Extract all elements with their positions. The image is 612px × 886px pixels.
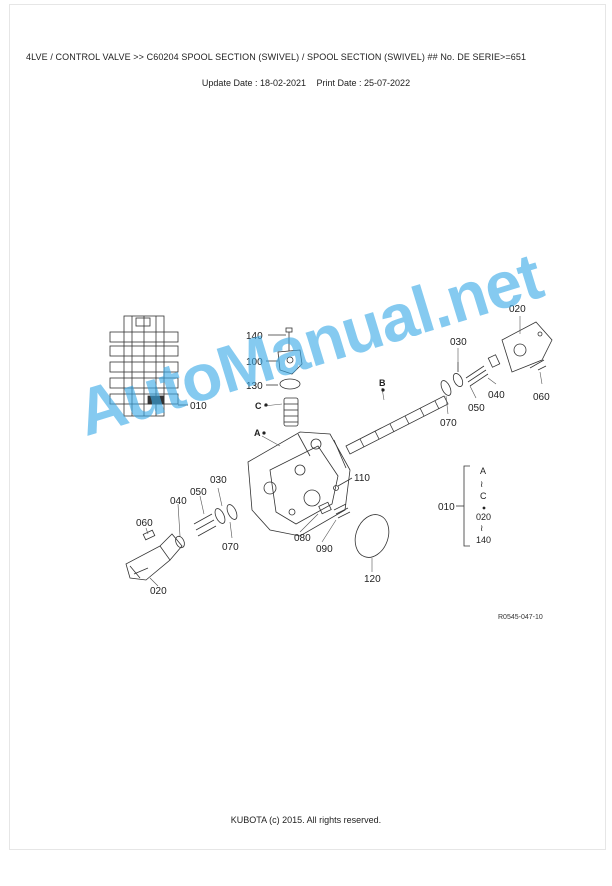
callout-080: 080 xyxy=(294,533,311,544)
callout-100: 100 xyxy=(246,357,263,368)
callout-120: 120 xyxy=(364,574,381,585)
marker-c: C xyxy=(255,401,262,411)
legend-label-010: 010 xyxy=(438,502,455,513)
callout-110: 110 xyxy=(354,473,370,484)
bottom-parts xyxy=(318,477,390,558)
callout-010-side: 010 xyxy=(190,401,207,412)
left-parts xyxy=(125,504,238,581)
callout-070-bot: 070 xyxy=(222,542,239,553)
valve-body xyxy=(247,431,351,537)
callout-130: 130 xyxy=(246,381,263,392)
callout-020-bot: 020 xyxy=(150,586,167,597)
update-date: Update Date : 18-02-2021 xyxy=(201,78,306,88)
drawing-reference-code: R0545-047-10 xyxy=(498,614,543,621)
callout-050-bot: 050 xyxy=(190,487,207,498)
callout-090: 090 xyxy=(316,544,333,555)
callout-040-top: 040 xyxy=(488,390,505,401)
page-frame xyxy=(9,4,606,850)
callout-050-top: 050 xyxy=(468,403,485,414)
legend-c: C xyxy=(480,491,487,501)
legend-140: 140 xyxy=(476,535,491,545)
callout-140: 140 xyxy=(246,331,263,342)
callout-060-bot: 060 xyxy=(136,518,153,529)
legend-tilde-2: ≀ xyxy=(480,523,483,533)
leader-lines xyxy=(145,316,543,587)
legend-020: 020 xyxy=(476,512,491,522)
marker-b: B xyxy=(379,378,386,388)
page-title: 4LVE / CONTROL VALVE >> C60204 SPOOL SEC… xyxy=(26,52,527,62)
legend-tilde-1: ≀ xyxy=(480,479,483,489)
callout-040-bot: 040 xyxy=(170,496,187,507)
right-parts xyxy=(440,321,553,396)
callout-060-top: 060 xyxy=(533,392,550,403)
callout-030-top: 030 xyxy=(450,337,467,348)
print-date: Print Date : 25-07-2022 xyxy=(316,78,411,88)
top-cap-assembly xyxy=(266,327,303,427)
spool xyxy=(345,395,449,455)
legend-bracket xyxy=(456,465,470,547)
copyright-footer: KUBOTA (c) 2015. All rights reserved. xyxy=(230,815,382,825)
legend-a: A xyxy=(480,466,486,476)
date-line: Update Date : 18-02-2021 Print Date : 25… xyxy=(0,78,612,88)
callout-070-top: 070 xyxy=(440,418,457,429)
callout-020-top: 020 xyxy=(509,304,526,315)
marker-a: A xyxy=(254,428,261,438)
callout-030-bot: 030 xyxy=(210,475,227,486)
valve-stack-overview xyxy=(109,315,188,417)
